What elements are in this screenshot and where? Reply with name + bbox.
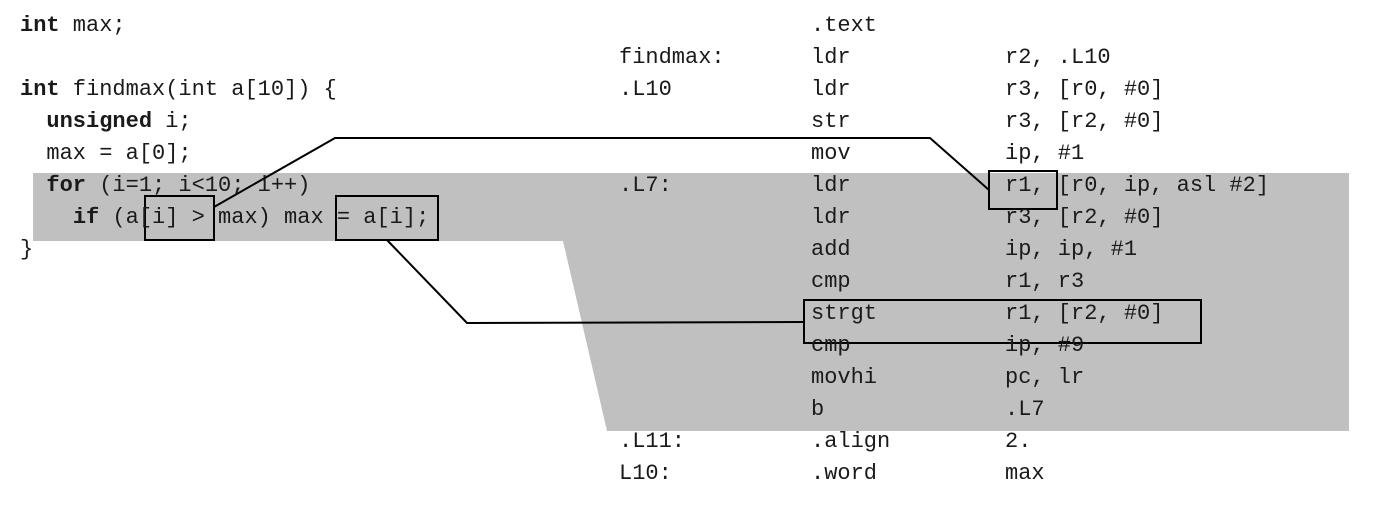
asm-args: r2, .L10 [1005, 45, 1111, 70]
source-line: for (i=1; i<10; i++) [20, 170, 310, 202]
source-line: } [20, 234, 33, 266]
asm-args: r3, [r2, #0] [1005, 205, 1164, 230]
source-line: int findmax(int a[10]) { [20, 74, 337, 106]
asm-op: cmp [811, 269, 851, 294]
asm-op: ldr [811, 77, 851, 102]
code-text: } [20, 237, 34, 262]
asm-args: ip, ip, #1 [1005, 237, 1138, 262]
asm-label: .L10 [619, 77, 672, 102]
code-text: max = a[0]; [20, 141, 192, 166]
asm-op: ldr [811, 205, 851, 230]
loop-highlight-assembly [563, 173, 1349, 431]
source-line: max = a[0]; [20, 138, 192, 170]
keyword: int [20, 77, 60, 102]
asm-args: max [1005, 461, 1045, 486]
asm-op: strgt [811, 301, 878, 326]
code-text: (i=1; i<10; i++) [86, 173, 311, 198]
asm-op: add [811, 237, 851, 262]
asm-args: .L7 [1005, 397, 1045, 422]
asm-args: r1, r3 [1005, 269, 1085, 294]
asm-op: ldr [811, 45, 851, 70]
asm-op: b [811, 397, 825, 422]
asm-op: .text [811, 13, 878, 38]
asm-label: findmax: [619, 45, 725, 70]
asm-args: 2. [1005, 429, 1032, 454]
box-strgt [803, 299, 1202, 344]
asm-label: L10: [619, 461, 672, 486]
code-text [20, 109, 46, 134]
code-text: i; [152, 109, 192, 134]
asm-args: ip, #1 [1005, 141, 1085, 166]
code-text: (a[i] > max) max = a[i]; [99, 205, 430, 230]
asm-op: mov [811, 141, 851, 166]
source-line: if (a[i] > max) max = a[i]; [20, 202, 429, 234]
code-text [20, 173, 46, 198]
asm-args: r3, [r2, #0] [1005, 109, 1164, 134]
keyword: unsigned [46, 109, 153, 134]
connector-store-line [386, 239, 805, 325]
connector-load-line [213, 137, 990, 208]
asm-args: r3, [r0, #0] [1005, 77, 1164, 102]
asm-op: ldr [811, 173, 851, 198]
code-text: findmax(int a[10]) { [59, 77, 337, 102]
asm-args: pc, lr [1005, 365, 1085, 390]
asm-args: ip, #9 [1005, 333, 1085, 358]
keyword: for [46, 173, 87, 198]
asm-op: movhi [811, 365, 878, 390]
asm-op: cmp [811, 333, 851, 358]
asm-args: r1, [r2, #0] [1005, 301, 1164, 326]
asm-args: r1, [r0, ip, asl #2] [1005, 173, 1270, 198]
keyword: if [72, 205, 100, 230]
asm-op: str [811, 109, 851, 134]
asm-op: .word [811, 461, 878, 486]
asm-label: .L11: [619, 429, 686, 454]
source-line: unsigned i; [20, 106, 192, 138]
source-line: int max; [20, 10, 126, 42]
asm-label: .L7: [619, 173, 672, 198]
code-text [20, 205, 73, 230]
keyword: int [20, 13, 60, 38]
loop-highlight-source [33, 173, 600, 241]
asm-op: .align [811, 429, 891, 454]
box-a-i [144, 195, 215, 241]
code-text: max; [59, 13, 126, 38]
